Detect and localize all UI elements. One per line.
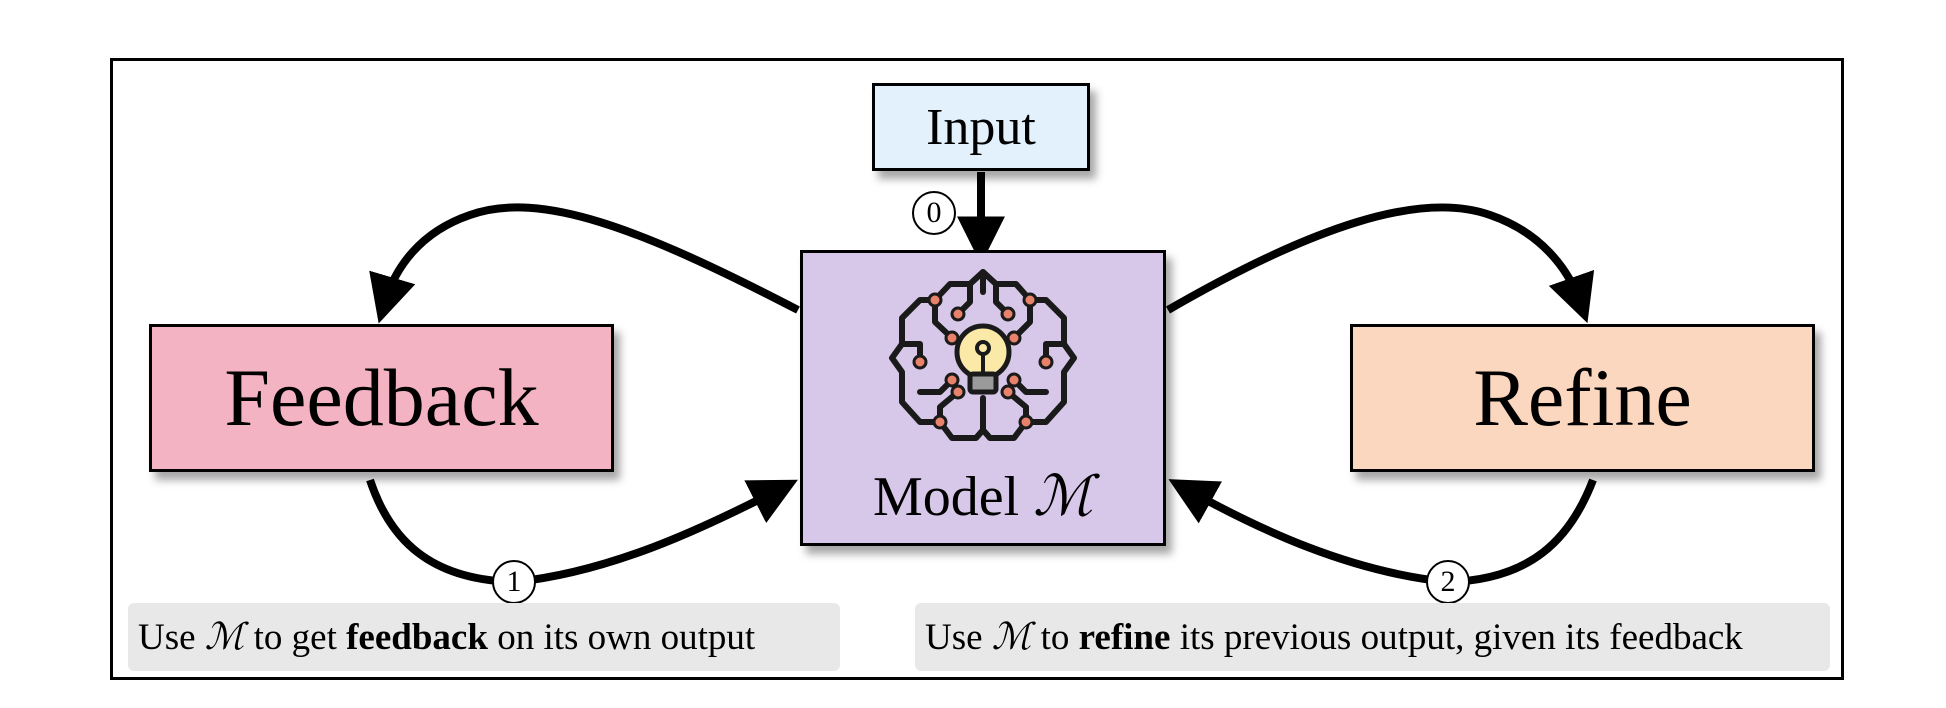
arrow-model-to-refine <box>1166 203 1595 324</box>
input-node: Input <box>872 83 1090 171</box>
refine-caption: Use ℳ to refine its previous output, giv… <box>915 603 1830 671</box>
step-1-number: 1 <box>506 565 522 598</box>
step-badge-0: 0 <box>912 191 956 235</box>
arrow-refine-to-model <box>1168 478 1597 587</box>
model-label-text: Model <box>872 466 1034 528</box>
caption-text: to <box>1031 616 1079 658</box>
step-0-number: 0 <box>926 196 942 229</box>
caption-text: Use <box>138 616 205 658</box>
feedback-caption: Use ℳ to get feedback on its own output <box>128 603 840 671</box>
step-2-number: 2 <box>1440 565 1456 598</box>
caption-symbol: ℳ <box>991 617 1032 658</box>
caption-text: Use <box>925 616 992 658</box>
brain-circuit-lightbulb-icon <box>889 269 1077 441</box>
step-badge-1: 1 <box>492 560 536 604</box>
feedback-label: Feedback <box>224 352 539 443</box>
model-label: Model ℳ <box>873 469 1093 525</box>
caption-text: its previous output, given its feedback <box>1170 616 1743 658</box>
input-label: Input <box>926 98 1036 156</box>
caption-bold: feedback <box>346 616 488 658</box>
refine-label: Refine <box>1473 352 1692 443</box>
refine-node: Refine <box>1350 324 1815 472</box>
caption-bold: refine <box>1078 616 1171 658</box>
model-node: Model ℳ <box>800 250 1166 546</box>
caption-symbol: ℳ <box>204 617 245 658</box>
feedback-node: Feedback <box>149 324 614 472</box>
step-badge-2: 2 <box>1426 560 1470 604</box>
caption-text: on its own output <box>487 616 756 658</box>
model-symbol: ℳ <box>1033 466 1094 528</box>
arrow-model-to-feedback <box>369 203 800 324</box>
caption-text: to get <box>244 616 347 658</box>
arrow-feedback-to-model <box>366 478 798 587</box>
